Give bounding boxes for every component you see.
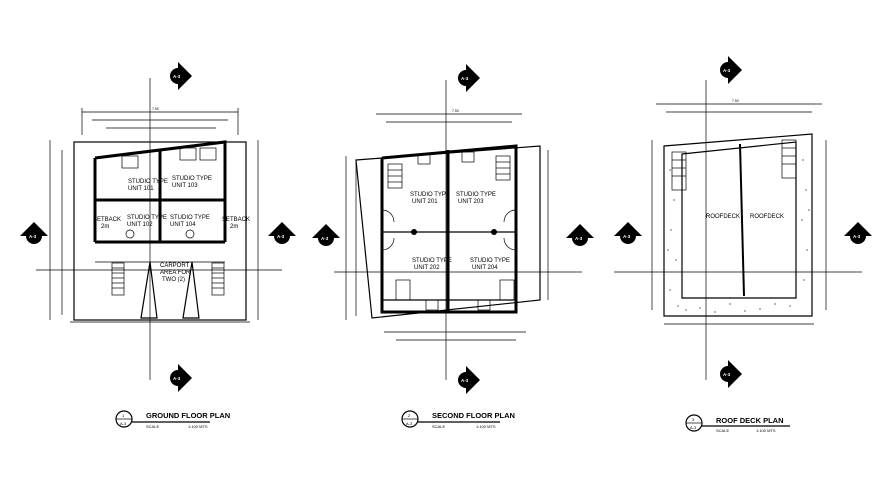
svg-text:1:100 MTS: 1:100 MTS [476,424,496,429]
dimension-lines: 7.50 [651,99,827,325]
section-marker-bottom: A-3 [720,360,742,388]
plan-title-block: 1 A-3 GROUND FLOOR PLAN SCALE 1:100 MTS [115,410,230,429]
svg-text:A-3: A-3 [575,236,583,241]
svg-text:A-3: A-3 [173,74,181,79]
svg-text:2: 2 [408,413,411,418]
svg-text:SCALE: SCALE [716,428,729,433]
svg-text:SCALE: SCALE [146,424,159,429]
svg-text:7.50: 7.50 [452,109,459,113]
svg-text:A-3: A-3 [120,421,127,426]
svg-text:1: 1 [122,413,125,418]
svg-text:A-3: A-3 [723,68,731,73]
svg-text:A-3: A-3 [173,376,181,381]
svg-text:3: 3 [692,417,695,422]
section-marker-left: A-3 [614,222,642,244]
section-marker-top: A-3 [170,62,192,90]
section-marker-top: A-3 [458,64,480,92]
lot-boundary [73,141,247,321]
svg-text:GROUND FLOOR PLAN: GROUND FLOOR PLAN [146,411,230,420]
section-marker-right: A-3 [844,222,872,244]
section-marker-right: A-3 [268,222,296,244]
svg-text:A-3: A-3 [321,236,329,241]
svg-text:7.50: 7.50 [732,99,739,103]
svg-text:A-3: A-3 [723,372,731,377]
svg-text:SCALE: SCALE [432,424,445,429]
stair [111,262,225,296]
plan-title-block: 2 A-3 SECOND FLOOR PLAN SCALE 1:100 MTS [401,410,515,429]
svg-text:A-3: A-3 [461,76,469,81]
second-floor-plan: 7.50 [312,64,594,429]
stair [387,155,515,301]
svg-text:A-3: A-3 [406,421,413,426]
section-marker-bottom: A-3 [170,364,192,392]
room-label-roofdeck-right: ROOFDECK [750,214,784,220]
section-marker-left: A-3 [312,224,340,246]
parapet-wall [663,133,813,317]
svg-text:A-3: A-3 [853,234,861,239]
svg-text:1:100 MTS: 1:100 MTS [188,424,208,429]
svg-text:A-3: A-3 [277,234,285,239]
section-marker-top: A-3 [720,56,742,84]
plan-title-block: 3 A-3 ROOF DECK PLAN SCALE 1:100 MTS [685,414,790,433]
svg-text:7.50: 7.50 [152,107,159,111]
svg-text:ROOF DECK PLAN: ROOF DECK PLAN [716,416,784,425]
svg-text:A-3: A-3 [461,378,469,383]
section-marker-right: A-3 [566,224,594,246]
roof-deck-plan: 7.50 [614,56,872,433]
svg-text:A-3: A-3 [623,234,631,239]
stair [671,139,797,191]
svg-text:A-3: A-3 [690,425,697,430]
carport-markings [140,261,200,319]
svg-text:1:100 MTS: 1:100 MTS [756,428,776,433]
svg-text:A-3: A-3 [29,234,37,239]
svg-text:SECOND FLOOR PLAN: SECOND FLOOR PLAN [432,411,515,420]
building-walls [93,140,227,263]
room-label-roofdeck-left: ROOFDECK [706,214,740,220]
section-marker-left: A-3 [20,222,48,244]
section-marker-bottom: A-3 [458,366,480,394]
ground-floor-plan: 7.50 [20,62,296,429]
